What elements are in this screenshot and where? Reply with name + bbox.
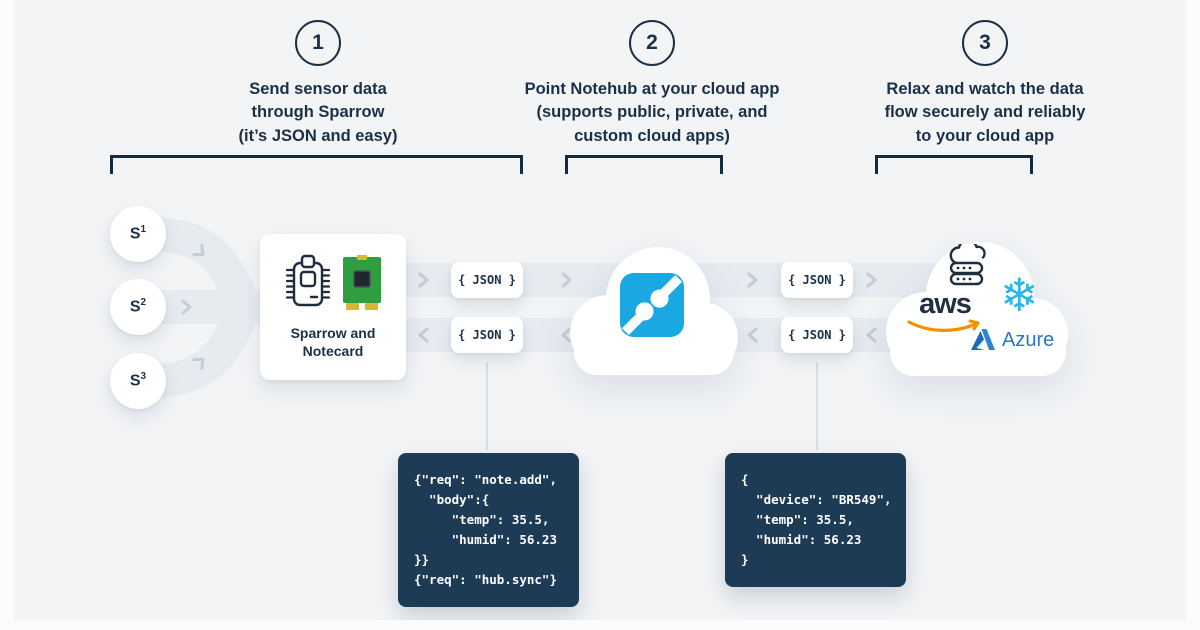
- bottom-gutter: [0, 620, 1200, 630]
- code-text: {"req": "note.add", "body":{ "temp": 35.…: [414, 472, 557, 587]
- json-pill-out-right: { JSON }: [781, 262, 853, 298]
- notecard-pcb-icon: [343, 254, 381, 310]
- step-1-description: Send sensor data through Sparrow (it’s J…: [238, 80, 398, 145]
- cloud-server-icon: [949, 244, 986, 286]
- sensor-s2-label: S2: [129, 297, 147, 316]
- sensor-s1-label: S1: [129, 224, 147, 243]
- step-2-description: Point Notehub at your cloud app (support…: [524, 80, 780, 145]
- aws-wordmark: aws: [919, 288, 972, 320]
- step-3-bracket: [875, 155, 1033, 174]
- step-3-description: Relax and watch the data flow securely a…: [884, 80, 1086, 145]
- step-3-number-label: 3: [979, 31, 991, 54]
- step-1-bracket: [110, 155, 523, 174]
- sensor-s1: S1: [110, 206, 166, 262]
- cloud-shape: [886, 242, 1068, 376]
- json-pill-label: { JSON }: [788, 273, 846, 287]
- notehub-cloud: [562, 233, 742, 395]
- step-3-number: 3: [962, 20, 1008, 66]
- azure-triangle-icon: [971, 329, 995, 350]
- sensor-s3-label: S3: [129, 371, 147, 390]
- aws-logo: aws: [906, 290, 984, 340]
- json-pill-out-left: { JSON }: [451, 262, 523, 298]
- json-pill-label: { JSON }: [458, 273, 516, 287]
- notehub-logo-icon: [620, 273, 684, 337]
- aws-smile-icon: [907, 319, 980, 332]
- code-text: { "device": "BR549", "temp": 35.5, "humi…: [741, 472, 892, 567]
- code-block-cloud-payload: { "device": "BR549", "temp": 35.5, "humi…: [725, 453, 906, 587]
- json-pill-in-right: { JSON }: [781, 317, 853, 353]
- sparrow-chip-icon: [285, 254, 331, 307]
- snowflake-icon: ❄: [1000, 269, 1039, 321]
- step-1-number-label: 1: [312, 31, 324, 54]
- code-block-notecard-request: {"req": "note.add", "body":{ "temp": 35.…: [398, 453, 579, 607]
- device-box-label: Sparrow and Notecard: [290, 324, 376, 359]
- azure-wordmark: Azure: [1002, 328, 1055, 351]
- sparrow-notecard-box: Sparrow and Notecard: [260, 234, 406, 380]
- json-pill-label: { JSON }: [788, 328, 846, 342]
- step-2-number-label: 2: [646, 31, 658, 54]
- step-2-number: 2: [629, 20, 675, 66]
- sensor-s3: S3: [110, 353, 166, 409]
- sensor-s2: S2: [110, 279, 166, 335]
- device-icons: [284, 254, 382, 312]
- step-1-number: 1: [295, 20, 341, 66]
- json-pill-in-left: { JSON }: [451, 317, 523, 353]
- json-pill-label: { JSON }: [458, 328, 516, 342]
- code-connector-lines: [486, 362, 818, 450]
- cloud-apps-cloud: ❄ aws Azure: [878, 228, 1074, 396]
- left-gutter: [0, 0, 14, 630]
- step-2-bracket: [565, 155, 723, 174]
- flow-chevrons: [181, 244, 877, 370]
- right-gutter: [1186, 0, 1200, 630]
- azure-logo: Azure: [970, 328, 1054, 352]
